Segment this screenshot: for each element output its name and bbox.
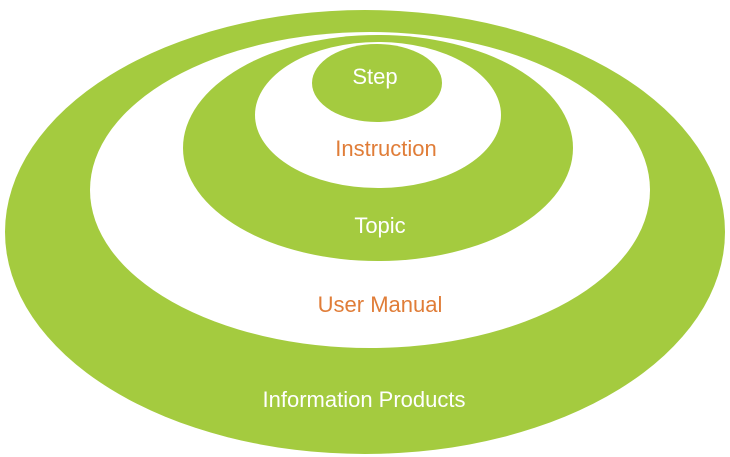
information-products-label: Information Products <box>263 387 466 412</box>
user-manual-label: User Manual <box>318 292 443 317</box>
instruction-label: Instruction <box>335 136 437 161</box>
step-core <box>312 44 442 122</box>
step-label: Step <box>352 64 397 89</box>
topic-label: Topic <box>354 213 405 238</box>
